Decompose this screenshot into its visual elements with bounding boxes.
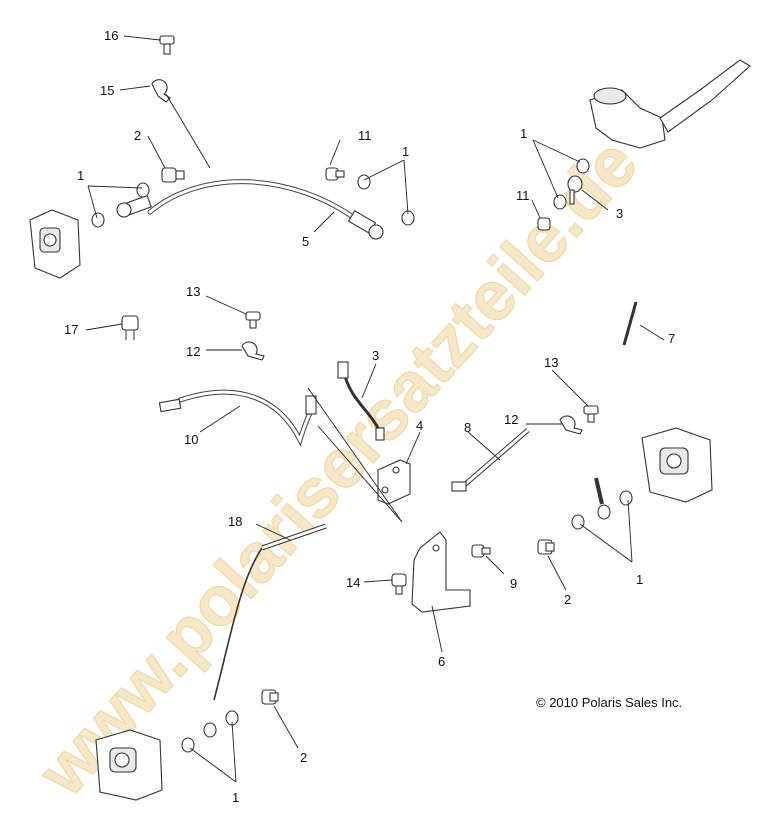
callout-1: 1 — [636, 572, 643, 587]
callout-2: 2 — [134, 128, 141, 143]
bracket-6 — [411, 531, 471, 613]
master-cylinder — [589, 59, 751, 149]
bolt-13b — [583, 405, 599, 423]
bolt-14 — [391, 573, 407, 595]
bleeder-11a — [325, 167, 345, 181]
callout-3: 3 — [616, 206, 623, 221]
callout-1: 1 — [520, 126, 527, 141]
callout-16: 16 — [104, 28, 118, 43]
callout-12: 12 — [504, 412, 518, 427]
bolt-16 — [159, 35, 175, 55]
bolt-13a — [245, 311, 261, 329]
hose-fitting-3a — [567, 175, 583, 205]
clip-12a — [241, 341, 265, 361]
caliper-front-right — [641, 427, 713, 503]
washers-1d — [571, 490, 633, 530]
hose-end-right — [594, 477, 611, 520]
callout-10: 10 — [184, 432, 198, 447]
copyright-text: © 2010 Polaris Sales Inc. — [536, 695, 682, 710]
bleed-tool-7 — [622, 301, 638, 346]
washers-1c — [553, 158, 590, 210]
caliper-front-left — [29, 209, 81, 279]
bleeder-9 — [471, 544, 491, 558]
callout-17: 17 — [64, 322, 78, 337]
callout-1: 1 — [232, 790, 239, 805]
banjo-bolt-2a — [161, 167, 185, 183]
callout-4: 4 — [416, 418, 423, 433]
caliper-rear — [95, 729, 163, 801]
callout-18: 18 — [228, 514, 242, 529]
callout-11: 11 — [358, 128, 372, 143]
callout-5: 5 — [302, 234, 309, 249]
callout-11: 11 — [516, 188, 530, 203]
brake-line-18 — [203, 523, 327, 738]
callout-14: 14 — [346, 575, 360, 590]
callout-2: 2 — [300, 750, 307, 765]
callout-3: 3 — [372, 348, 379, 363]
clip-15 — [151, 79, 171, 103]
distribution-block-4 — [377, 459, 411, 505]
callout-6: 6 — [438, 654, 445, 669]
brake-hose-8 — [451, 428, 530, 492]
banjo-bolt-2c — [261, 689, 279, 705]
leader-lines — [85, 35, 665, 783]
washers-1a — [91, 182, 150, 228]
callout-9: 9 — [510, 576, 517, 591]
brake-hose-10 — [158, 389, 317, 447]
callout-15: 15 — [100, 83, 114, 98]
callout-2: 2 — [564, 592, 571, 607]
bleeder-11b — [537, 217, 551, 231]
brake-hose-front-left — [116, 179, 384, 240]
callout-7: 7 — [668, 331, 675, 346]
clip-12b — [559, 415, 583, 435]
callout-labels: 16 15 2 11 1 1 5 1 11 3 13 17 12 7 3 13 … — [64, 28, 675, 805]
callout-13: 13 — [544, 355, 558, 370]
banjo-bolt-2b — [537, 539, 555, 555]
brake-line-3b — [337, 361, 385, 441]
callout-8: 8 — [464, 420, 471, 435]
callout-13: 13 — [186, 284, 200, 299]
callout-1: 1 — [402, 144, 409, 159]
callout-1: 1 — [77, 168, 84, 183]
fastener-17 — [121, 315, 139, 340]
callout-12: 12 — [186, 344, 200, 359]
